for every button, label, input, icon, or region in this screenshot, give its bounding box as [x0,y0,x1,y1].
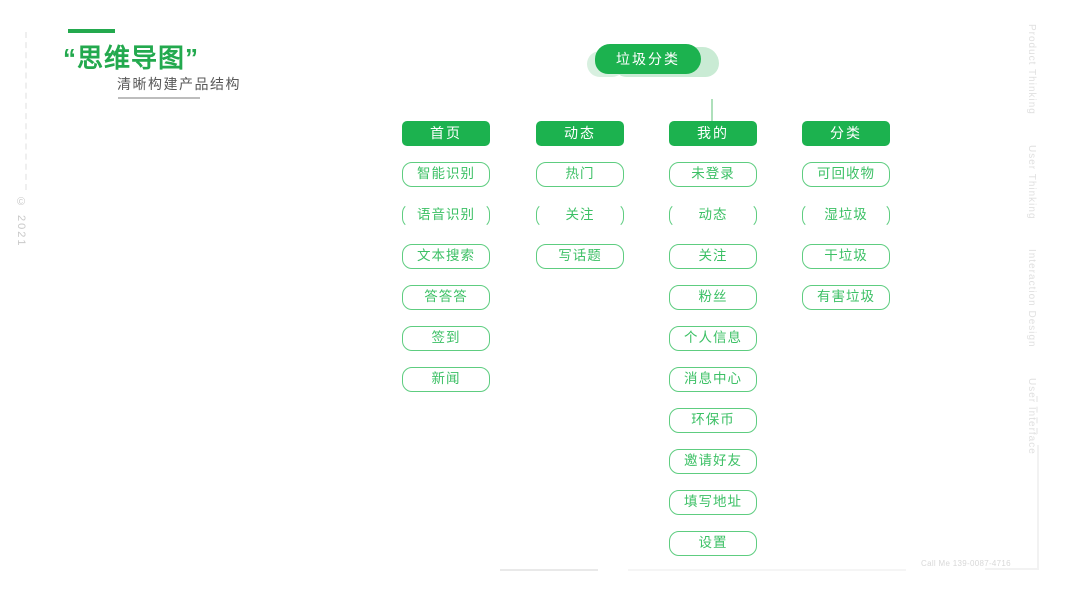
side-label-user-interface: User Interface [1026,377,1037,455]
branch-header: 分类 [802,121,890,146]
side-labels: Product Thinking User Thinking Interacti… [1026,24,1037,455]
contact-text: Call Me 139-0087-4716 [921,559,1011,568]
mindmap-node: 粉丝 [669,285,757,310]
mindmap-node: 未登录 [669,162,757,187]
mindmap-node: 答答答 [402,285,490,310]
mindmap-node: 智能识别 [402,162,490,187]
root-node-pill: 垃圾分类 [595,44,701,74]
footer-line-left [500,569,598,571]
mindmap-node: 语音识别 [402,203,490,228]
side-label-user-thinking: User Thinking [1026,144,1037,220]
mindmap-branch-3: 我的未登录动态关注粉丝个人信息消息中心环保币邀请好友填写地址设置 [669,121,757,556]
mindmap-node: 消息中心 [669,367,757,392]
mindmap-branch-2: 动态热门关注写话题 [536,121,624,269]
mindmap-node: 热门 [536,162,624,187]
mindmap-node: 填写地址 [669,490,757,515]
mindmap-node: 设置 [669,531,757,556]
side-label-interaction-design: Interaction Design [1026,249,1037,348]
mindmap-node: 动态 [669,203,757,228]
mindmap-node: 写话题 [536,244,624,269]
branch-header: 动态 [536,121,624,146]
branch-header: 我的 [669,121,757,146]
mindmap-node: 关注 [536,203,624,228]
root-node: 垃圾分类 [587,42,721,80]
mindmap-node: 文本搜索 [402,244,490,269]
mindmap-node: 干垃圾 [802,244,890,269]
page-title: “思维导图” [63,43,200,73]
mindmap-branch-4: 分类可回收物湿垃圾干垃圾有害垃圾 [802,121,890,310]
side-label-product-thinking: Product Thinking [1026,24,1037,115]
footer-line-right [628,569,906,571]
left-dashed-line [25,32,27,190]
mindmap-node: 签到 [402,326,490,351]
mindmap-node: 可回收物 [802,162,890,187]
corner-frame-line [985,445,1039,570]
accent-line [68,29,115,33]
subtitle-underline [118,97,200,99]
corner-dashed-line [1036,396,1038,434]
branch-header: 首页 [402,121,490,146]
page-subtitle: 清晰构建产品结构 [117,76,241,92]
mindmap-node: 湿垃圾 [802,203,890,228]
mindmap-node: 邀请好友 [669,449,757,474]
copyright-vertical-text: © 2021 [15,196,27,248]
mindmap-node: 有害垃圾 [802,285,890,310]
mindmap-node: 个人信息 [669,326,757,351]
root-connector-line [711,99,713,121]
mindmap-node: 新闻 [402,367,490,392]
mindmap-node: 关注 [669,244,757,269]
mindmap-node: 环保币 [669,408,757,433]
mindmap-branch-1: 首页智能识别语音识别文本搜索答答答签到新闻 [402,121,490,392]
